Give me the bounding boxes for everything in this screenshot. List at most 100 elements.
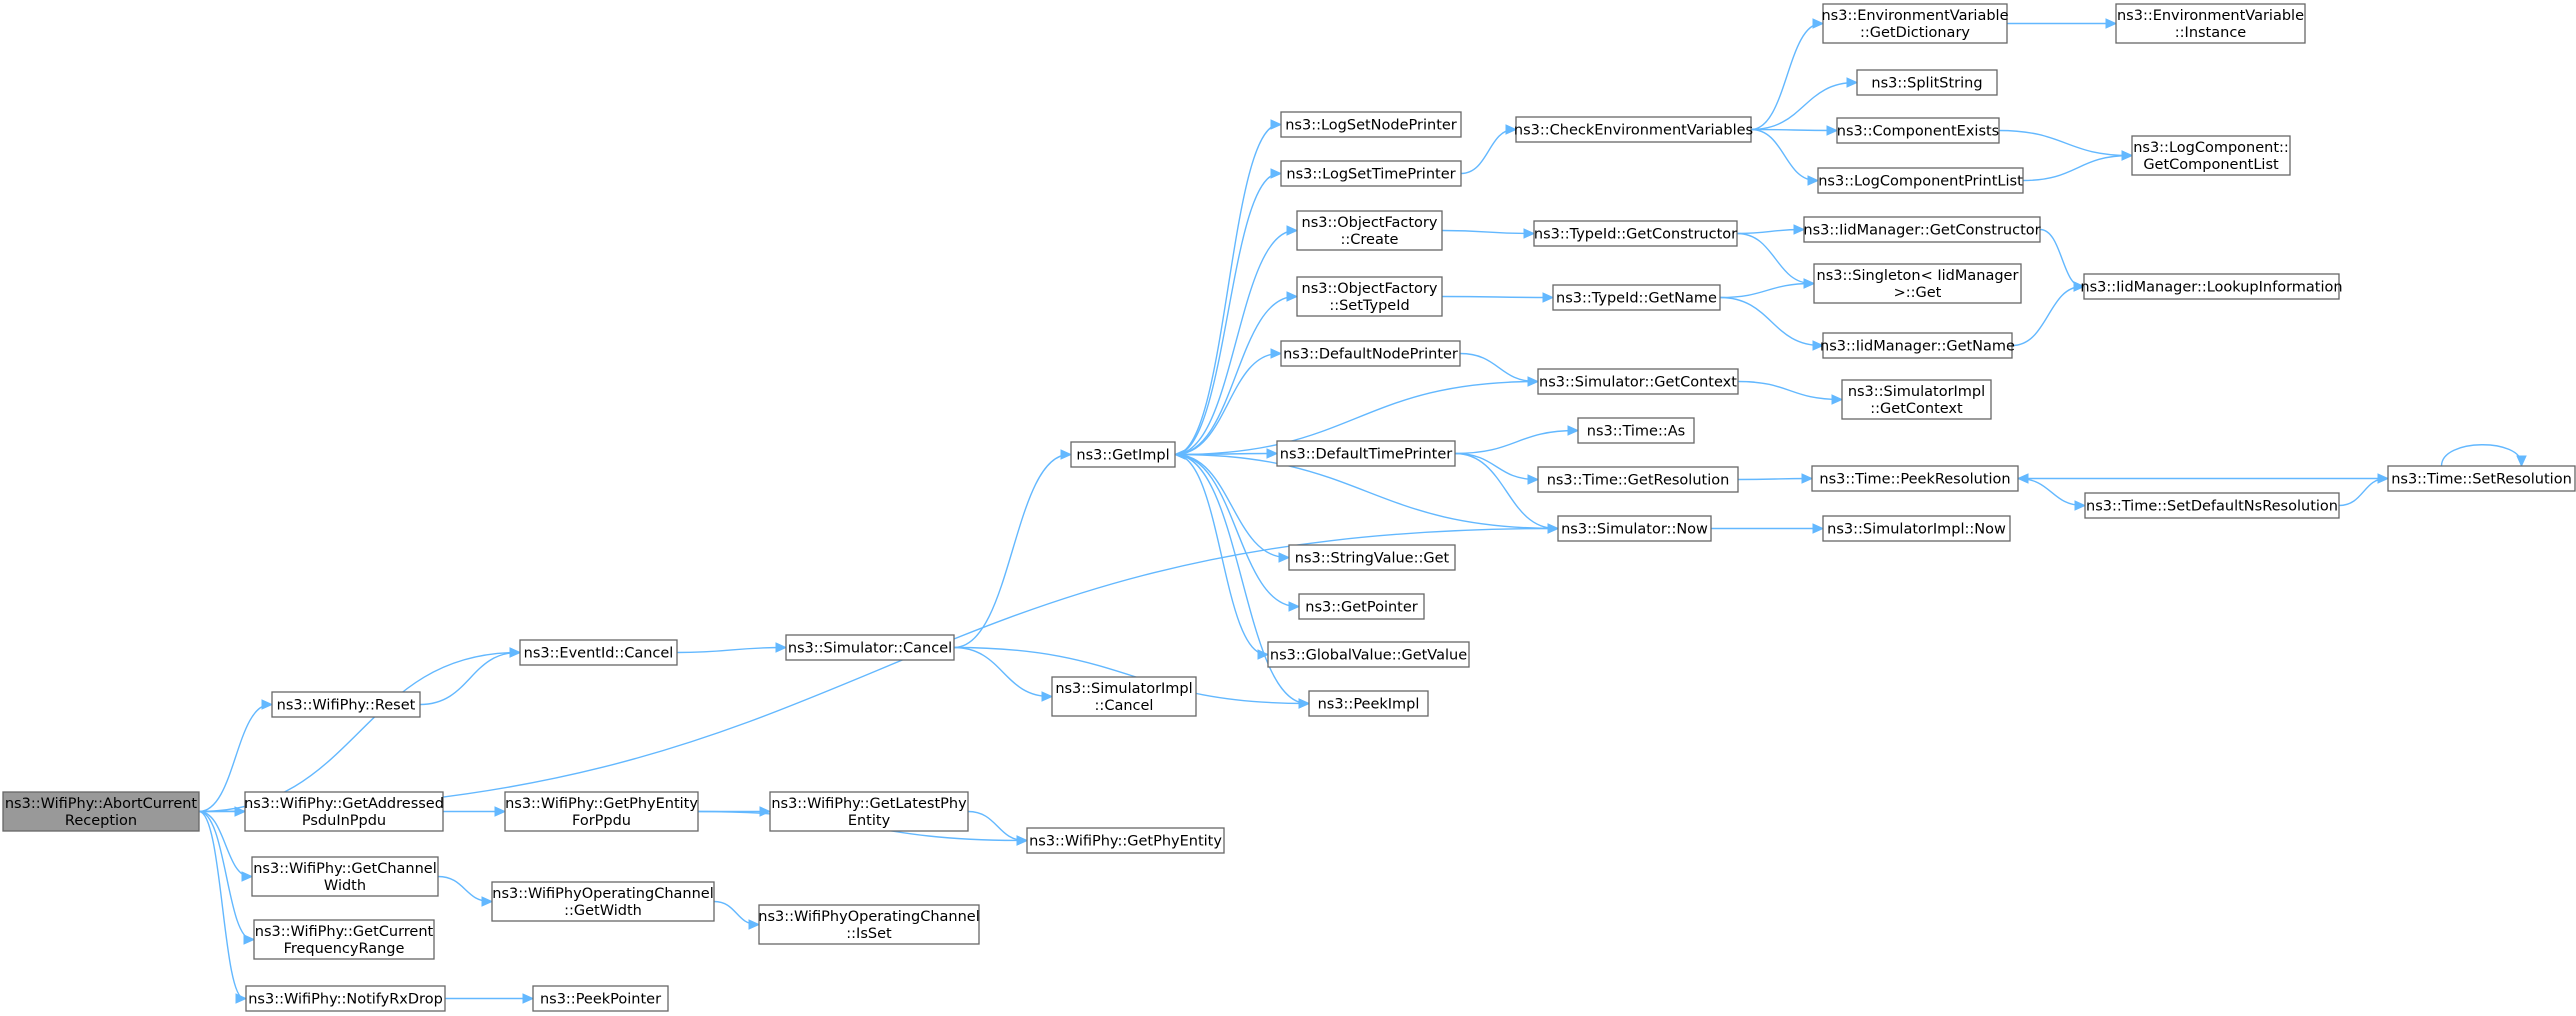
graph-edge (1174, 348, 1283, 456)
node-label: ns3::WifiPhy::GetChannel (253, 861, 437, 877)
edge-line (198, 651, 519, 813)
edge-line (198, 527, 1557, 813)
node-label: GetComponentList (2143, 157, 2279, 173)
node-label: ns3::DefaultNodePrinter (1283, 347, 1458, 363)
graph-node-logcomplist[interactable]: ns3::LogComponent::GetComponentList (2131, 135, 2291, 176)
edge-arrowhead (1270, 348, 1283, 359)
node-label: ns3::SimulatorImpl (1055, 681, 1192, 697)
node-box (1817, 167, 2024, 194)
node-label: ns3::Simulator::Now (1561, 522, 1708, 538)
edge-arrowhead (1286, 225, 1299, 236)
edge-line (1750, 22, 1822, 131)
graph-node-compexists[interactable]: ns3::ComponentExists (1836, 117, 2000, 144)
graph-node-opisset[interactable]: ns3::WifiPhyOperatingChannel::IsSet (758, 904, 980, 945)
graph-node-simimplnow[interactable]: ns3::SimulatorImpl::Now (1822, 515, 2011, 542)
graph-node-peekimpl[interactable]: ns3::PeekImpl (1308, 690, 1429, 717)
node-label: ::SetTypeId (1329, 298, 1409, 314)
graph-node-reset[interactable]: ns3::WifiPhy::Reset (271, 691, 421, 718)
node-label: ns3::Time::As (1587, 424, 1685, 440)
graph-edge (1174, 453, 1301, 612)
graph-edge (1454, 425, 1580, 455)
graph-node-envdict[interactable]: ns3::EnvironmentVariable::GetDictionary (1821, 3, 2009, 44)
edge-arrowhead (1173, 449, 1186, 460)
graph-edge (198, 810, 248, 1004)
graph-node-rxdrop[interactable]: ns3::WifiPhy::NotifyRxDrop (245, 985, 446, 1012)
node-box (1070, 441, 1176, 468)
node-label: ns3::WifiPhyOperatingChannel (758, 909, 979, 925)
graph-edge (1173, 449, 1559, 530)
node-label: ns3::IidManager::LookupInformation (2080, 280, 2342, 296)
graph-node-tidname[interactable]: ns3::TypeId::GetName (1552, 284, 1721, 311)
node-label: Reception (65, 813, 137, 829)
node-box (785, 634, 955, 661)
graph-node-getptr[interactable]: ns3::GetPointer (1298, 593, 1425, 620)
graph-node-eventcancel[interactable]: ns3::EventId::Cancel (519, 639, 678, 666)
graph-node-defnode[interactable]: ns3::DefaultNodePrinter (1280, 340, 1461, 367)
graph-node-ofcreate[interactable]: ns3::ObjectFactory::Create (1296, 210, 1443, 251)
graph-node-logsettime[interactable]: ns3::LogSetTimePrinter (1280, 160, 1462, 187)
graph-node-iidctor[interactable]: ns3::IidManager::GetConstructor (1803, 216, 2041, 243)
graph-node-opwidth[interactable]: ns3::WifiPhyOperatingChannel::GetWidth (491, 881, 715, 922)
graph-node-split[interactable]: ns3::SplitString (1856, 69, 1998, 96)
graph-node-lookup[interactable]: ns3::IidManager::LookupInformation (2080, 273, 2343, 300)
graph-node-simcancel[interactable]: ns3::Simulator::Cancel (785, 634, 955, 661)
edge-arrowhead (1831, 394, 1844, 405)
graph-edge (1998, 129, 2134, 161)
edge-arrowhead (2105, 18, 2118, 29)
graph-node-phyent[interactable]: ns3::WifiPhy::GetPhyEntity (1026, 827, 1225, 854)
node-box (1813, 263, 2022, 304)
node-label: ns3::DefaultTimePrinter (1280, 447, 1452, 463)
edge-arrowhead (1542, 292, 1555, 303)
edge-line (1441, 229, 1533, 235)
graph-node-logprint[interactable]: ns3::LogComponentPrintList (1817, 167, 2024, 194)
node-label: Width (324, 878, 366, 894)
graph-node-getimpl[interactable]: ns3::GetImpl (1070, 441, 1176, 468)
graph-node-timeres[interactable]: ns3::Time::GetResolution (1537, 466, 1739, 493)
graph-node-simimplcancel[interactable]: ns3::SimulatorImpl::Cancel (1051, 676, 1197, 717)
node-box (2084, 492, 2340, 519)
graph-node-deftime[interactable]: ns3::DefaultTimePrinter (1276, 440, 1456, 467)
graph-node-simctx[interactable]: ns3::Simulator::GetContext (1537, 368, 1739, 395)
graph-node-gvget[interactable]: ns3::GlobalValue::GetValue (1267, 641, 1470, 668)
graph-edge (419, 647, 522, 706)
edge-arrowhead (1298, 698, 1311, 709)
graph-edge (1737, 473, 1814, 484)
graph-node-logsetnode[interactable]: ns3::LogSetNodePrinter (1280, 111, 1462, 138)
graph-node-checkenv[interactable]: ns3::CheckEnvironmentVariables (1514, 116, 1753, 143)
node-label: ns3::SimulatorImpl (1848, 384, 1985, 400)
node-label: ns3::EnvironmentVariable (2117, 8, 2304, 24)
graph-edge (445, 993, 535, 1004)
graph-node-ofsettype[interactable]: ns3::ObjectFactory::SetTypeId (1296, 276, 1443, 317)
edge-line (419, 651, 519, 706)
graph-node-peekptr[interactable]: ns3::PeekPointer (532, 985, 669, 1012)
graph-node-simnow[interactable]: ns3::Simulator::Now (1557, 515, 1712, 542)
edge-arrowhead (2121, 150, 2134, 161)
graph-node-singleton[interactable]: ns3::Singleton< IidManager >::Get (1813, 263, 2022, 304)
graph-node-setres[interactable]: ns3::Time::SetResolution (2387, 465, 2576, 492)
graph-node-envinst[interactable]: ns3::EnvironmentVariable::Instance (2115, 3, 2306, 44)
graph-node-tidctor[interactable]: ns3::TypeId::GetConstructor (1533, 220, 1738, 247)
graph-node-strget[interactable]: ns3::StringValue::Get (1288, 544, 1456, 571)
graph-node-setdefns[interactable]: ns3::Time::SetDefaultNsResolution (2084, 492, 2340, 519)
edge-arrowhead (509, 647, 522, 658)
edge-line (1998, 129, 2131, 157)
edge-arrowhead (241, 871, 254, 882)
graph-node-timeas[interactable]: ns3::Time::As (1577, 417, 1695, 444)
graph-edge (967, 810, 1029, 846)
graph-node-simimplctx[interactable]: ns3::SimulatorImpl::GetContext (1841, 379, 1992, 420)
graph-node-iidname[interactable]: ns3::IidManager::GetName (1820, 332, 2015, 359)
edge-arrowhead (481, 896, 494, 907)
graph-edge (2016, 473, 2388, 484)
node-box (1557, 515, 1712, 542)
graph-edge (953, 449, 1073, 649)
graph-node-peekres[interactable]: ns3::Time::PeekResolution (1811, 465, 2019, 492)
graph-edge (2022, 150, 2134, 182)
node-box (1803, 216, 2041, 243)
edge-line (1174, 453, 1308, 705)
